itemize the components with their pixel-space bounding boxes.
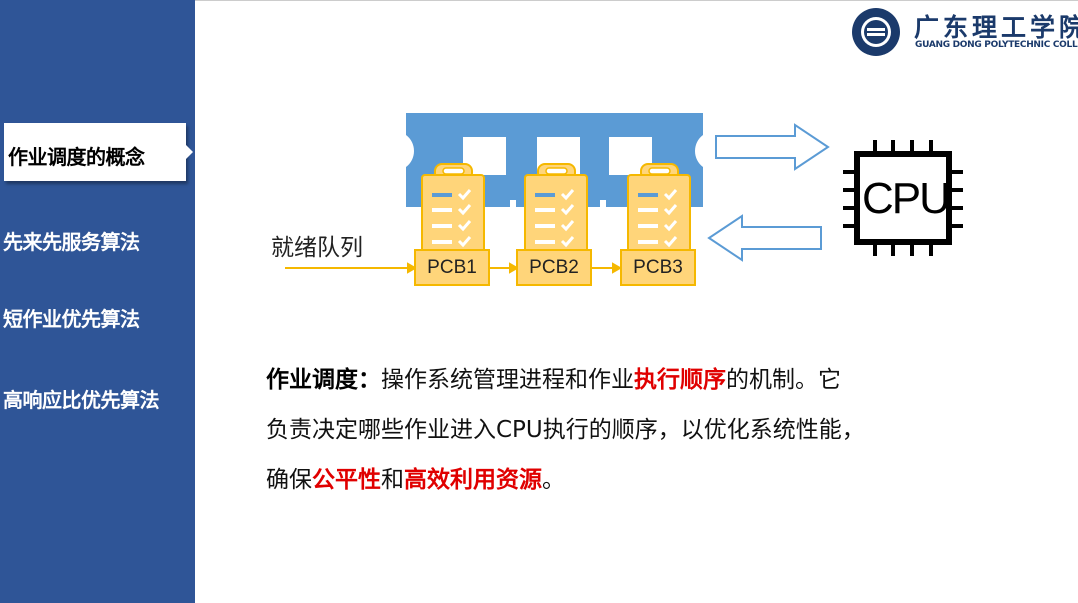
text: 操作系统管理进程和作业 [381,367,634,393]
college-seal-icon [852,8,900,56]
logo-chinese-name: 广东理工学院 [914,13,1078,42]
highlight: 执行顺序 [634,367,726,393]
pcb-label: PCB2 [529,257,579,278]
college-logo: 广东理工学院 GUANG DONG POLYTECHNIC COLLEGE [850,6,1078,56]
term: 作业调度： [266,367,381,393]
arrow-right-icon [715,123,830,171]
text: 。 [542,467,565,493]
sidebar-item-concept[interactable]: 作业调度的概念 [4,123,193,181]
cpu-label: CPU [862,174,951,223]
text: 和 [381,467,404,493]
sidebar-item-fcfs[interactable]: 先来先服务算法 [3,230,140,254]
pcb-label: PCB1 [427,257,477,278]
text: 的机制。它 [726,367,841,393]
sidebar: 作业调度的概念 先来先服务算法 短作业优先算法 高响应比优先算法 [0,0,195,603]
text: 确保 [266,467,312,493]
pcb-label: PCB3 [633,257,683,278]
pcb-clipboards [414,162,696,286]
cpu-chip-icon [843,140,963,256]
highlight: 高效利用资源 [404,467,542,493]
definition-paragraph: 作业调度：操作系统管理进程和作业执行顺序的机制。它 负责决定哪些作业进入CPU执… [266,355,986,505]
sidebar-item-hrrn[interactable]: 高响应比优先算法 [3,388,160,412]
text: 负责决定哪些作业进入CPU执行的顺序，以优化系统性能， [266,417,865,443]
logo-english-name: GUANG DONG POLYTECHNIC COLLEGE [915,40,1078,50]
highlight: 公平性 [312,467,381,493]
scheduling-diagram [285,113,963,286]
ready-queue-label: 就绪队列 [271,235,363,261]
queue-arrow-icon [285,262,623,274]
divider [195,0,1078,1]
sidebar-item-sjf[interactable]: 短作业优先算法 [3,307,140,331]
arrow-left-icon [707,214,822,262]
